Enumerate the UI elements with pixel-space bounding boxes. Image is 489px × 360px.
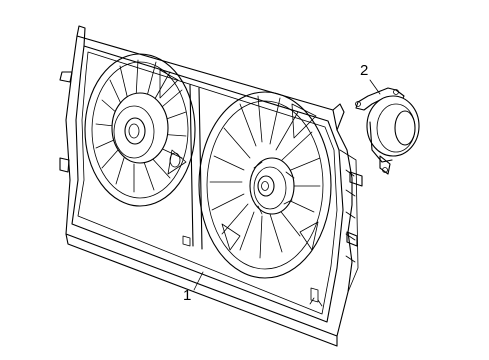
callout-2: 2 <box>360 62 381 95</box>
callout-1: 1 <box>183 271 204 304</box>
callout-2-label: 2 <box>360 62 368 79</box>
fan-shroud-assembly <box>59 25 363 347</box>
left-fan <box>84 53 196 207</box>
callout-1-label: 1 <box>183 287 191 304</box>
fan-motor <box>355 87 420 175</box>
shroud-inner-frame <box>71 45 344 323</box>
right-fan <box>198 91 332 279</box>
